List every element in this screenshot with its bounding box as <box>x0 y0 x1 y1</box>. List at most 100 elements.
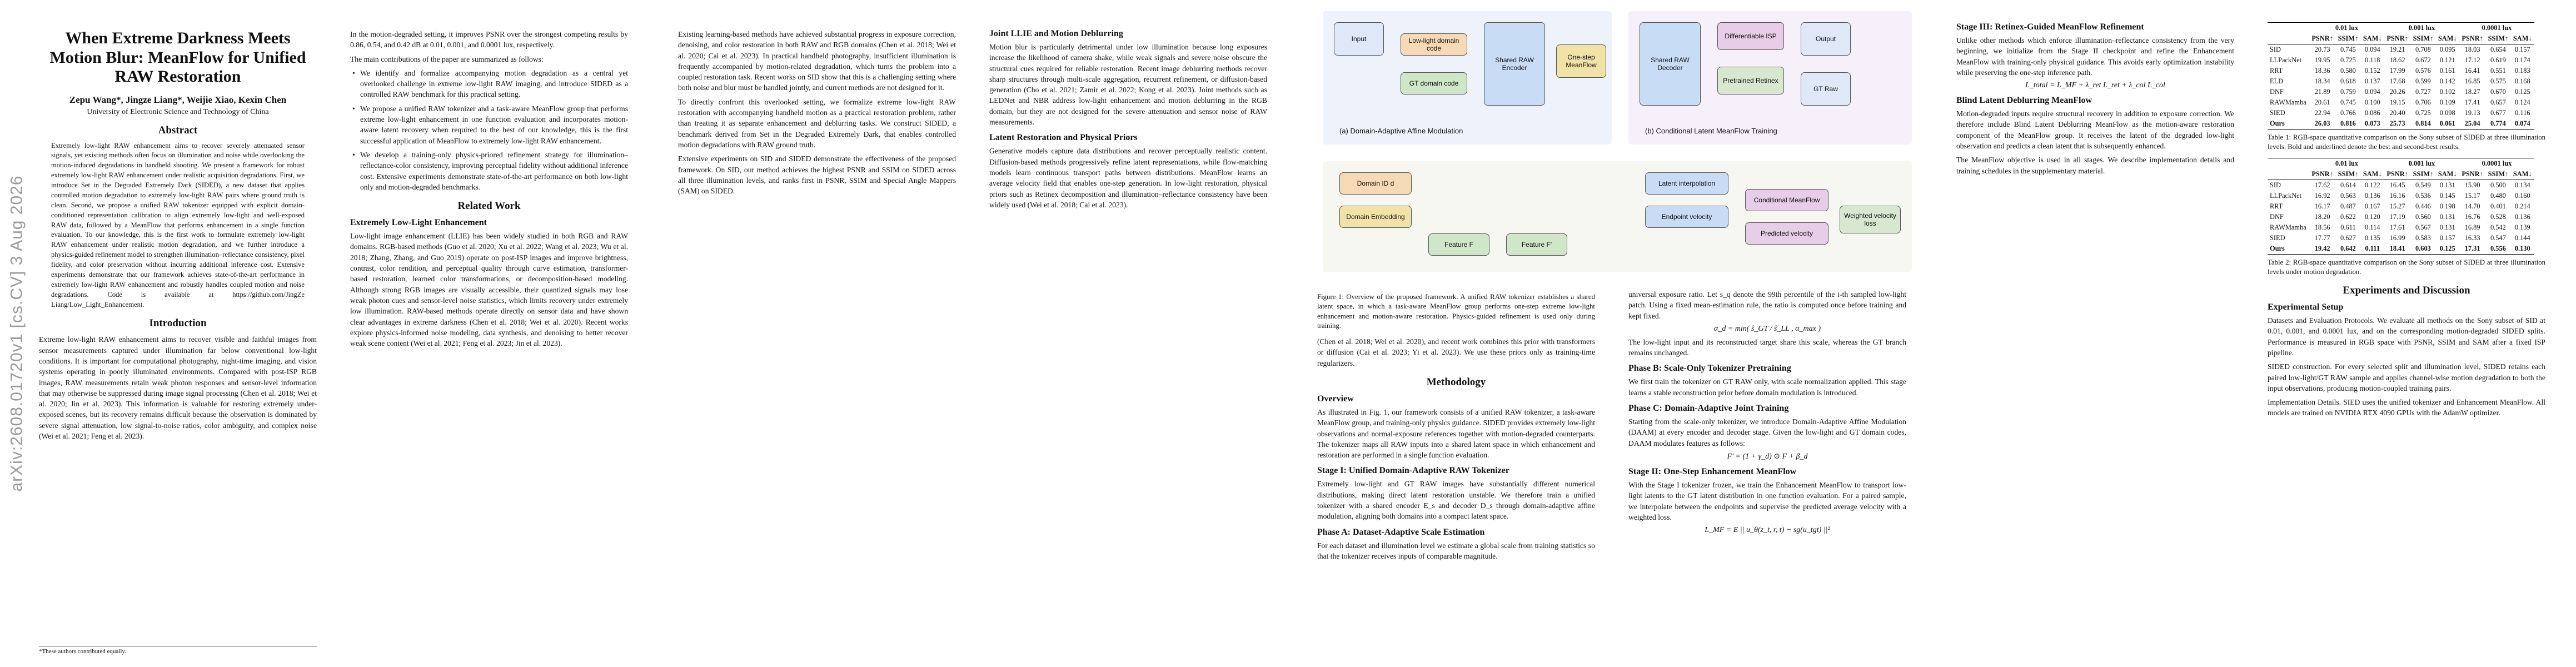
metric-value-cell: 0.102 <box>2439 88 2455 96</box>
page2-column-left: Existing learning-based methods have ach… <box>678 0 956 667</box>
page1-column-left: When Extreme Darkness Meets Motion Blur:… <box>39 0 317 667</box>
metric-value-cell: 0.774 <box>2485 118 2511 130</box>
t2-metric-header: PSNR↑ <box>2459 168 2486 180</box>
metric-value-cell: 22.94 <box>2314 109 2330 117</box>
related-work-text: Low-light image enhancement (LLIE) has b… <box>350 232 628 348</box>
col2-paragraph-2: The main contributions of the paper are … <box>350 54 544 63</box>
metric-value-cell: 0.161 <box>2439 67 2455 74</box>
metric-value-cell: 0.725 <box>2415 109 2431 117</box>
metric-value-cell: 0.094 <box>2364 88 2380 96</box>
metric-value-cell: 0.131 <box>2439 212 2455 221</box>
metric-value-cell: 0.583 <box>2415 233 2431 242</box>
metric-value-cell: 0.536 <box>2415 191 2431 200</box>
phaseB-text: We first train the tokenizer on GT RAW o… <box>1628 377 1906 397</box>
t2-metric-header: SAM↓ <box>2510 168 2534 180</box>
paper-affiliation: University of Electronic Science and Tec… <box>87 107 269 116</box>
metric-value-cell: 0.214 <box>2514 202 2530 210</box>
figure-cmf-box: Conditional MeanFlow <box>1745 189 1828 211</box>
method-name-cell: Ours <box>2268 118 2309 130</box>
table-1-caption: Table 1: RGB-space quantitative comparis… <box>2268 133 2545 151</box>
metric-value-cell: 0.100 <box>2364 98 2380 106</box>
metric-value-cell: 0.198 <box>2439 202 2455 210</box>
stage3-heading: Stage III: Retinex-Guided MeanFlow Refin… <box>1956 22 2144 32</box>
metric-value-cell: 15.17 <box>2464 191 2480 200</box>
phaseA-text: For each dataset and illumination level … <box>1317 541 1595 560</box>
page3-column-right: universal exposure ratio. Let s_q denote… <box>1628 289 1906 667</box>
setup-heading: Experimental Setup <box>2268 302 2344 312</box>
overview-figure: Input Low-light domain code GT domain co… <box>1317 0 1917 289</box>
figure-retinex-box: Pretrained Retinex <box>1717 67 1784 94</box>
metric-value-cell: 18.56 <box>2314 223 2330 231</box>
t1-metric-header: PSNR↑ <box>2309 33 2336 44</box>
metric-value-cell: 0.487 <box>2340 202 2356 210</box>
metric-value-cell: 0.136 <box>2364 191 2380 200</box>
method-name-cell: LLPackNet <box>2270 191 2302 200</box>
metric-value-cell: 0.567 <box>2415 223 2431 231</box>
metric-value-cell: 17.31 <box>2459 243 2486 255</box>
phaseC-text: Starting from the scale-only tokenizer, … <box>1628 417 1906 447</box>
metric-value-cell: 20.26 <box>2389 88 2405 96</box>
t2-metric-header: SSIM↑ <box>2335 168 2361 180</box>
metric-value-cell: 18.27 <box>2464 88 2480 96</box>
metric-value-cell: 19.21 <box>2389 46 2405 53</box>
metric-value-cell: 17.68 <box>2389 77 2405 85</box>
metric-value-cell: 0.642 <box>2335 243 2361 255</box>
metric-value-cell: 18.36 <box>2314 67 2330 74</box>
t1-method-header <box>2268 33 2309 44</box>
metric-value-cell: 0.160 <box>2514 191 2530 200</box>
metric-value-cell: 0.098 <box>2439 109 2455 117</box>
metric-value-cell: 18.20 <box>2314 212 2330 221</box>
metric-value-cell: 0.124 <box>2514 98 2530 106</box>
t1-group-1: 0.01 lux <box>2309 22 2384 33</box>
metric-value-cell: 0.627 <box>2340 233 2356 242</box>
methodology-heading: Methodology <box>1426 376 1486 388</box>
col7-closing-text: The MeanFlow objective is used in all st… <box>1956 156 2234 175</box>
metric-value-cell: 0.576 <box>2415 67 2431 74</box>
experiments-heading: Experiments and Discussion <box>2343 285 2470 297</box>
method-name-cell: RRT <box>2270 67 2283 74</box>
metric-value-cell: 0.745 <box>2340 46 2356 53</box>
t1-metric-header: PSNR↑ <box>2384 33 2411 44</box>
metric-value-cell: 0.575 <box>2490 77 2506 85</box>
metric-value-cell: 0.547 <box>2490 233 2506 242</box>
implementation-text: Implementation Details. SIED uses the un… <box>2268 398 2545 417</box>
metric-value-cell: 0.563 <box>2340 191 2356 200</box>
metric-value-cell: 17.41 <box>2464 98 2480 106</box>
metric-value-cell: 0.480 <box>2490 191 2506 200</box>
figure-panel-a-label: (a) Domain-Adaptive Affine Modulation <box>1339 127 1463 135</box>
table-2-caption: Table 2: RGB-space quantitative comparis… <box>2268 258 2545 276</box>
t1-group-3: 0.0001 lux <box>2459 22 2534 33</box>
related-work-heading: Related Work <box>457 200 521 212</box>
figure-input-box: Input <box>1334 22 1384 56</box>
metric-value-cell: 0.136 <box>2514 212 2530 221</box>
method-name-cell: SIED <box>2270 109 2285 117</box>
page4-column-left: Stage III: Retinex-Guided MeanFlow Refin… <box>1956 0 2234 667</box>
t2-group-2: 0.001 lux <box>2384 157 2459 169</box>
metric-value-cell: 19.13 <box>2464 109 2480 117</box>
overview-heading: Overview <box>1317 394 1354 404</box>
metric-value-cell: 0.551 <box>2490 67 2506 74</box>
metric-value-cell: 0.500 <box>2490 181 2506 189</box>
metric-value-cell: 16.16 <box>2389 191 2405 200</box>
related-work-subheading: Extremely Low-Light Enhancement <box>350 218 487 228</box>
blind-deblur-text: Motion-degraded inputs require structura… <box>1956 109 2234 151</box>
paper-page-1: When Extreme Darkness Meets Motion Blur:… <box>39 0 639 667</box>
figure-caption: Figure 1: Overview of the proposed frame… <box>1317 293 1595 330</box>
col6-paragraph-1: universal exposure ratio. Let s_q denote… <box>1628 290 1906 320</box>
metric-value-cell: 0.654 <box>2490 46 2506 53</box>
metric-value-cell: 0.759 <box>2340 88 2356 96</box>
joint-llie-heading: Joint LLIE and Motion Deblurring <box>989 29 1123 38</box>
figure-lowlight-code-box: Low-light domain code <box>1401 33 1467 56</box>
t1-metric-header: SAM↓ <box>2360 33 2384 44</box>
t1-metric-header: PSNR↑ <box>2459 33 2486 44</box>
contribution-bullet-2: We propose a unified RAW tokenizer and a… <box>350 103 628 146</box>
metric-value-cell: 16.41 <box>2464 67 2480 74</box>
method-name-cell: Ours <box>2268 243 2309 255</box>
metric-value-cell: 0.619 <box>2490 56 2506 64</box>
metric-value-cell: 0.109 <box>2439 98 2455 106</box>
